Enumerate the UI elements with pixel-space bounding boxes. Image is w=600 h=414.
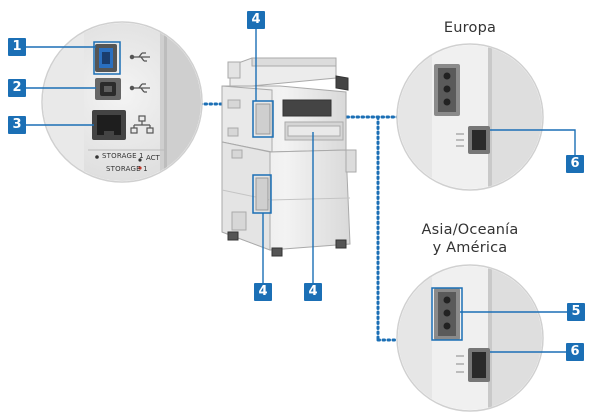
network-symbol-icon [130, 115, 154, 134]
callout-1: 1 [8, 38, 26, 56]
callout-pointers [26, 29, 576, 353]
callout-2: 2 [8, 79, 26, 97]
storage-label: STORAGE 1 [102, 152, 144, 160]
callout-4-top: 4 [247, 11, 265, 29]
printer-machine [221, 57, 357, 257]
storage-label-partial: STORAGE 1 [106, 165, 148, 173]
callout-3: 3 [8, 116, 26, 134]
highlight-side-bottom [252, 174, 272, 214]
usb-symbol-icon [129, 52, 150, 62]
highlight-fax-asia [431, 287, 463, 341]
highlight-frames [93, 41, 463, 341]
highlight-side-top [252, 100, 274, 138]
highlight-usb [93, 41, 121, 75]
callout-4-bottom-left: 4 [254, 283, 272, 301]
usb-port [95, 44, 117, 72]
callout-5: 5 [567, 303, 585, 321]
port-zoom-europe [396, 43, 544, 191]
lan-port [92, 110, 126, 140]
fax-module-europe [434, 64, 460, 116]
fax-module-asia [434, 288, 460, 340]
region-label-asia-line2: y América [432, 240, 508, 256]
callout-4-bottom-right: 4 [304, 283, 322, 301]
region-label-europe: Europa [443, 20, 497, 36]
line-jack-europe [456, 126, 490, 154]
usb-b-symbol-icon [129, 83, 150, 93]
callout-6-asia: 6 [566, 343, 584, 361]
port-zoom-asia [396, 264, 544, 412]
usb-b-port [95, 78, 121, 100]
region-label-asia-line1: Asia/Oceanía [421, 222, 519, 238]
line-jack-asia [456, 348, 490, 382]
callout-6-europe: 6 [566, 155, 584, 173]
act-label: ACT [146, 154, 160, 162]
